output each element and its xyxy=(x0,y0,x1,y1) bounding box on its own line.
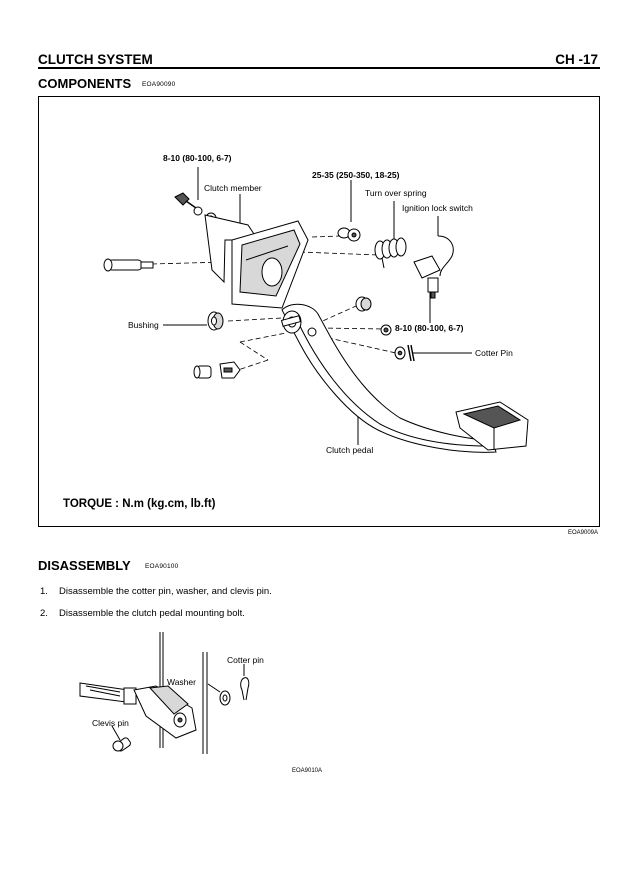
step-2: 2. Disassemble the clutch pedal mounting … xyxy=(40,608,245,619)
disassembly-figure-code: EOA9010A xyxy=(292,768,323,774)
step-2-text: Disassemble the clutch pedal mounting bo… xyxy=(59,608,245,619)
pedal-pad xyxy=(455,401,529,451)
label-cotter-pin: Cotter Pin xyxy=(475,348,513,358)
label-torque-right: 8-10 (80-100, 6-7) xyxy=(395,323,464,333)
spring-nut xyxy=(337,227,361,242)
components-code: EOA90090 xyxy=(142,81,176,88)
header-rule xyxy=(38,67,600,69)
leader-lines xyxy=(163,167,472,445)
cotter-pin xyxy=(240,664,250,701)
pivot-shaft xyxy=(103,258,154,272)
label-clutch-member: Clutch member xyxy=(204,183,262,193)
label-bushing: Bushing xyxy=(128,320,159,330)
step-1-number: 1. xyxy=(40,586,48,597)
cotter-pin-washer xyxy=(394,344,415,362)
bushing xyxy=(207,311,224,331)
washer xyxy=(207,683,231,706)
clevis-pin-clip xyxy=(193,361,241,379)
label-turn-over-spring: Turn over spring xyxy=(365,188,427,198)
header-title: CLUTCH SYSTEM xyxy=(38,52,153,67)
step-1: 1. Disassemble the cotter pin, washer, an… xyxy=(40,586,272,597)
ignition-lock-switch xyxy=(413,235,454,299)
label-clevis-pin: Clevis pin xyxy=(92,718,129,728)
torque-note: TORQUE : N.m (kg.cm, lb.ft) xyxy=(63,498,216,510)
alignment-lines xyxy=(151,235,397,371)
turn-over-spring xyxy=(374,237,407,269)
push-rod xyxy=(79,682,137,705)
clevis xyxy=(133,685,197,739)
label-torque-spring: 25-35 (250-350, 18-25) xyxy=(312,170,400,180)
label-cotter-pin-2: Cotter pin xyxy=(227,655,264,665)
clutch-member-bracket xyxy=(204,214,309,309)
components-figure-code: EOA9009A xyxy=(568,530,599,536)
clutch-pedal-arm xyxy=(280,303,497,453)
header-page-number: CH -17 xyxy=(555,52,598,67)
label-clutch-pedal: Clutch pedal xyxy=(326,445,374,455)
step-2-number: 2. xyxy=(40,608,48,619)
label-washer: Washer xyxy=(167,677,196,687)
components-diagram-frame xyxy=(38,96,600,527)
components-title: COMPONENTS xyxy=(38,76,132,91)
pedal-bushing-right xyxy=(355,296,392,336)
step-1-text: Disassemble the cotter pin, washer, and … xyxy=(59,586,272,597)
disassembly-code: EOA90100 xyxy=(145,563,179,570)
clevis-pin xyxy=(111,725,131,752)
label-torque-top: 8-10 (80-100, 6-7) xyxy=(163,153,232,163)
disassembly-title: DISASSEMBLY xyxy=(38,558,131,573)
label-ignition-lock-switch: Ignition lock switch xyxy=(402,203,473,213)
